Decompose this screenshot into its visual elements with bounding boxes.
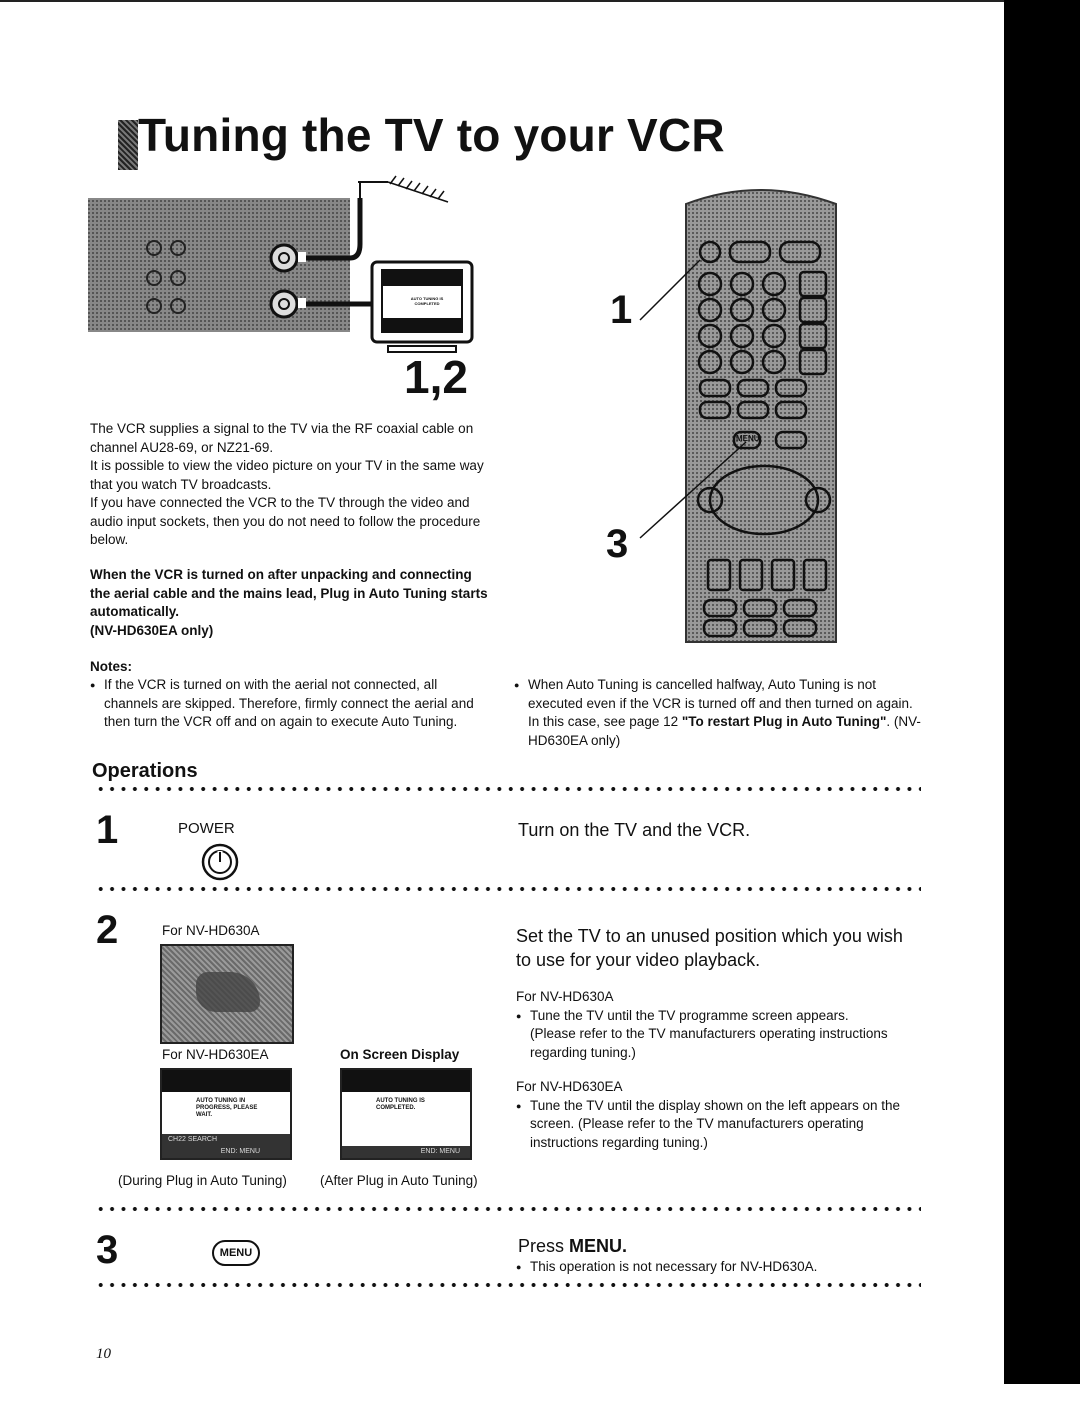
sub-ea-head: For NV-HD630EA <box>516 1079 623 1094</box>
power-label: POWER <box>178 820 235 837</box>
tv-programme-screen <box>160 944 294 1044</box>
step-3-note: This operation is not necessary for NV-H… <box>516 1258 916 1277</box>
callout-3: 3 <box>606 522 629 566</box>
caption-during: (During Plug in Auto Tuning) <box>118 1173 287 1188</box>
menu-button-icon: MENU <box>212 1240 260 1266</box>
osd-screen-after: AUTO TUNING IS COMPLETED. END: MENU <box>340 1068 472 1160</box>
sub-a-text: Tune the TV until the TV programme scree… <box>516 1007 896 1063</box>
remote-control-illustration <box>639 189 837 643</box>
osd-during-strip-1: CH22 SEARCH <box>162 1134 290 1146</box>
power-button-icon <box>201 843 239 881</box>
page-title: Tuning the TV to your VCR <box>138 109 725 161</box>
step-2-sub-a: For NV-HD630A Tune the TV until the TV p… <box>516 988 896 1062</box>
osd-during-text: AUTO TUNING IN PROGRESS, PLEASE WAIT. <box>196 1098 258 1118</box>
for-hd630ea-label: For NV-HD630EA <box>162 1047 269 1062</box>
operations-heading: Operations <box>92 760 198 782</box>
intro-text: The VCR supplies a signal to the TV via … <box>90 420 490 550</box>
osd-after-text: AUTO TUNING IS COMPLETED. <box>376 1098 425 1111</box>
notes-heading: Notes: <box>90 659 133 674</box>
vcr-connection-illustration <box>88 175 474 353</box>
caption-after: (After Plug in Auto Tuning) <box>320 1173 478 1188</box>
page-number: 10 <box>96 1346 111 1362</box>
note-right-post: . (NV-HD630EA only) <box>528 714 921 748</box>
note-right-pre: When Auto Tuning is cancelled halfway, A… <box>528 677 913 729</box>
step-2-number: 2 <box>96 908 119 952</box>
note-item-left: If the VCR is turned on with the aerial … <box>90 676 490 732</box>
intro-p2: It is possible to view the video picture… <box>90 458 484 492</box>
osd-after-strip: END: MENU <box>342 1146 470 1158</box>
dotted-divider <box>95 1206 921 1212</box>
note-right-bold: "To restart Plug in Auto Tuning" <box>681 714 887 729</box>
callout-1-2: 1,2 <box>404 351 468 403</box>
osd-label: On Screen Display <box>340 1047 460 1062</box>
dotted-divider <box>95 886 921 892</box>
sub-ea-text: Tune the TV until the display shown on t… <box>516 1097 916 1153</box>
dotted-divider <box>95 786 921 792</box>
step-2-sub-ea: For NV-HD630EA Tune the TV until the dis… <box>516 1078 916 1152</box>
note-item-right: When Auto Tuning is cancelled halfway, A… <box>514 676 924 750</box>
dotted-divider <box>95 1282 921 1288</box>
step-3-number: 3 <box>96 1228 119 1272</box>
step-3-instruction-bold: MENU. <box>569 1236 628 1256</box>
auto-tuning-note-text: When the VCR is turned on after unpackin… <box>90 567 488 619</box>
remote-menu-key-label: MENU <box>736 434 760 443</box>
step-3-instruction-pre: Press <box>518 1236 570 1256</box>
step-1-number: 1 <box>96 808 119 852</box>
side-black-bar <box>1004 0 1080 1384</box>
auto-tuning-note-model: (NV-HD630EA only) <box>90 622 214 638</box>
notes-right: When Auto Tuning is cancelled halfway, A… <box>514 676 924 750</box>
intro-p1: The VCR supplies a signal to the TV via … <box>90 421 474 455</box>
osd-during-strip-2: END: MENU <box>162 1146 290 1158</box>
sub-a-head: For NV-HD630A <box>516 989 614 1004</box>
for-hd630a-label: For NV-HD630A <box>162 923 260 938</box>
step-2-instruction: Set the TV to an unused position which y… <box>516 926 903 970</box>
auto-tuning-note: When the VCR is turned on after unpackin… <box>90 566 490 640</box>
callout-1: 1 <box>610 288 633 332</box>
title-marker <box>118 120 138 170</box>
intro-p3: If you have connected the VCR to the TV … <box>90 495 481 547</box>
tv-screen-text: AUTO TUNING IS COMPLETED <box>410 296 444 306</box>
step-3-note-text: This operation is not necessary for NV-H… <box>516 1258 916 1277</box>
osd-screen-during: AUTO TUNING IN PROGRESS, PLEASE WAIT. CH… <box>160 1068 292 1160</box>
step-1-instruction: Turn on the TV and the VCR. <box>518 820 751 840</box>
top-rule <box>0 0 1004 2</box>
notes-left: If the VCR is turned on with the aerial … <box>90 676 490 732</box>
step-3-instruction: Press MENU. <box>518 1236 627 1257</box>
